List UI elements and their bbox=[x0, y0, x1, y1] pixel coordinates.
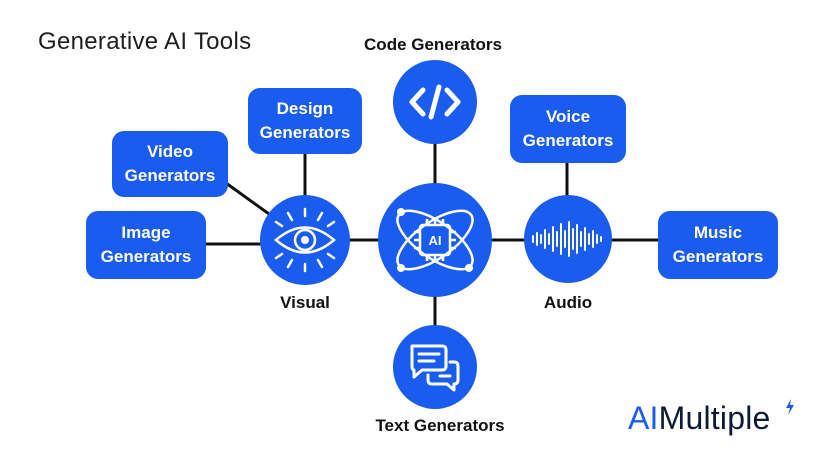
ai-chip-text: AI bbox=[429, 233, 442, 248]
aimultiple-logo: AIMultiple bbox=[628, 400, 771, 436]
audio-node bbox=[524, 195, 612, 283]
code-generators-node bbox=[393, 60, 477, 144]
text-generators-label: Text Generators bbox=[375, 416, 505, 435]
page-title: Generative AI Tools bbox=[38, 28, 252, 55]
visual-label: Visual bbox=[280, 293, 330, 312]
audio-label: Audio bbox=[543, 293, 593, 312]
design-generators-box: Design Generators bbox=[248, 88, 362, 154]
lightning-icon bbox=[786, 399, 794, 415]
eye-icon bbox=[274, 207, 336, 273]
chat-bubbles-icon bbox=[410, 344, 460, 392]
code-brackets-icon bbox=[409, 84, 461, 120]
sound-wave-icon bbox=[532, 221, 602, 257]
image-generators-box: Image Generators bbox=[86, 211, 206, 279]
code-generators-label: Code Generators bbox=[364, 35, 502, 54]
music-generators-box: Music Generators bbox=[658, 211, 778, 279]
visual-node bbox=[260, 195, 350, 285]
voice-generators-box: Voice Generators bbox=[510, 95, 626, 163]
text-generators-node bbox=[393, 325, 477, 409]
video-generators-box: Video Generators bbox=[112, 131, 228, 197]
ai-chip-atom-icon: AI bbox=[396, 208, 474, 272]
ai-hub-node: AI bbox=[378, 183, 492, 297]
